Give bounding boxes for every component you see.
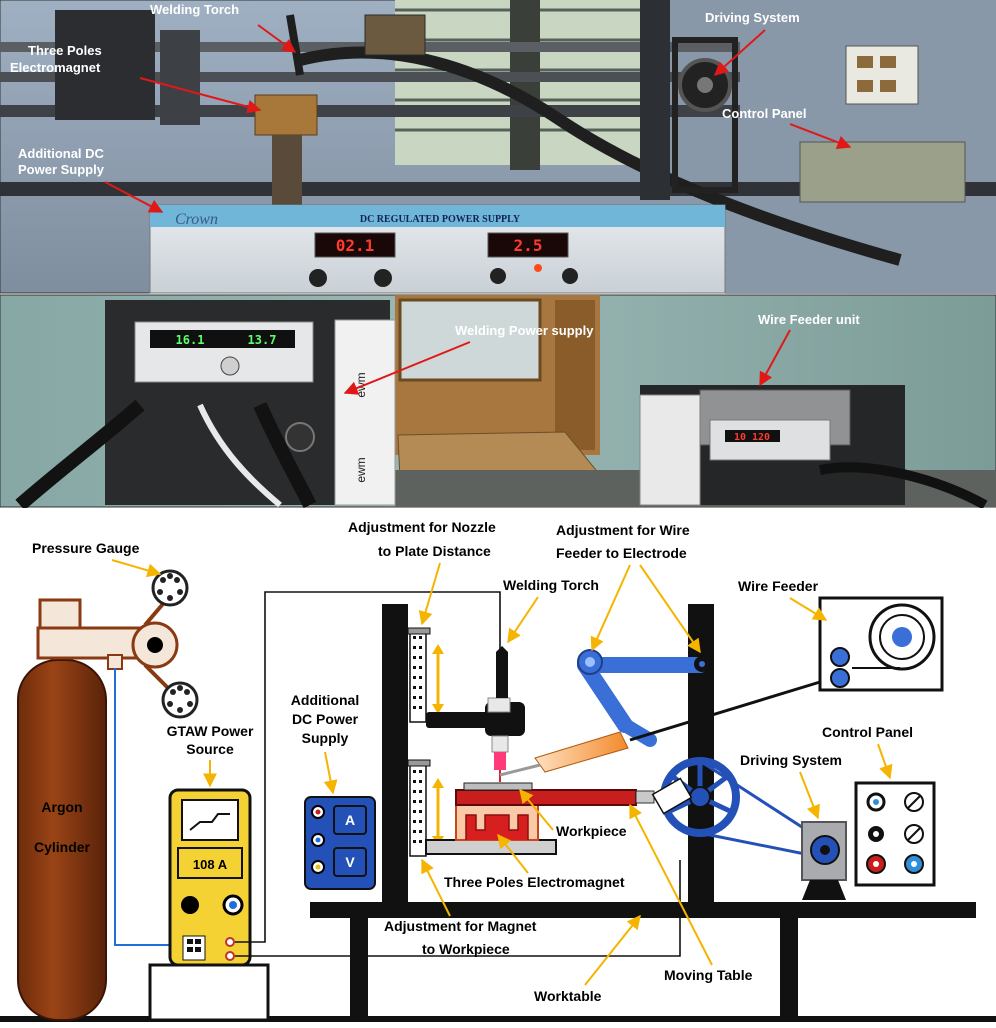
- label-driving-system: Driving System: [740, 752, 842, 768]
- label-three-poles: Three Poles Electromagnet: [444, 874, 625, 890]
- argon-cylinder: Argon Cylinder: [17, 598, 107, 1021]
- driving-system: [651, 757, 847, 900]
- label-gtaw-1: GTAW Power: [167, 723, 254, 739]
- label-pressure-gauge: Pressure Gauge: [32, 540, 140, 556]
- machine-display-a: 16.1: [176, 333, 205, 347]
- indicator-led-icon: [534, 264, 542, 272]
- label-gtaw-2: Source: [186, 741, 234, 757]
- meter-v: V: [345, 854, 355, 870]
- label-adj-magnet-1: Adjustment for Magnet: [384, 918, 537, 934]
- gtaw-torch: [426, 646, 525, 782]
- psu-title: DC REGULATED POWER SUPPLY: [360, 214, 521, 225]
- regulator-assembly: [36, 569, 199, 719]
- wire-feeder-arm: [499, 649, 821, 777]
- regulator-knob-icon: [147, 637, 163, 653]
- control-panel: [854, 781, 936, 887]
- label-adj-wire-2: Feeder to Electrode: [556, 545, 687, 561]
- label-additional-dc-photo-2: Power Supply: [18, 162, 105, 177]
- label-welding-torch-photo: Welding Torch: [150, 2, 239, 17]
- label-control-panel-photo: Control Panel: [722, 106, 807, 121]
- label-adj-magnet-2: to Workpiece: [422, 941, 510, 957]
- psu-display-left: 02.1: [336, 236, 375, 255]
- right-column: [688, 604, 714, 904]
- label-welding-torch: Welding Torch: [503, 577, 599, 593]
- machine-display-b: 13.7: [248, 333, 277, 347]
- label-control-panel: Control Panel: [822, 724, 913, 740]
- dc-regulated-power-supply-photo: Crown DC REGULATED POWER SUPPLY 02.1 2.5: [149, 204, 726, 294]
- label-argon-1: Argon: [41, 799, 82, 815]
- workpiece: [463, 782, 533, 791]
- label-wire-feeder-unit-photo: Wire Feeder unit: [758, 312, 860, 327]
- label-worktable: Worktable: [534, 988, 602, 1004]
- output-socket-icon: [181, 896, 199, 914]
- additional-dc-power-supply: A V: [304, 796, 376, 890]
- pressure-gauge-lower-icon: [161, 681, 199, 719]
- psu-display-right: 2.5: [514, 236, 543, 255]
- nozzle-adjustment-rack: [407, 627, 444, 723]
- gtaw-power-source: 108 A: [148, 788, 270, 1022]
- pressure-gauge-upper-icon: [151, 569, 189, 607]
- label-argon-2: Cylinder: [34, 839, 91, 855]
- knob-icon: [562, 268, 578, 284]
- ground-cable: [235, 860, 681, 957]
- gtaw-current-readout: 108 A: [193, 857, 228, 872]
- gas-hose: [114, 668, 185, 946]
- moving-table: [425, 782, 655, 855]
- wire-feeder: [818, 596, 944, 692]
- schematic-diagram: Argon Cylinder Pressure Gau: [0, 508, 996, 1028]
- knob-icon: [490, 268, 506, 284]
- meter-a: A: [345, 812, 355, 828]
- photo-top-setup: Crown DC REGULATED POWER SUPPLY 02.1 2.5…: [0, 0, 996, 294]
- label-add-dc-2: DC Power: [292, 711, 359, 727]
- spool-hub-icon: [892, 627, 912, 647]
- label-moving-table: Moving Table: [664, 967, 753, 983]
- psu-brand: Crown: [175, 211, 218, 228]
- label-adj-nozzle-1: Adjustment for Nozzle: [348, 519, 496, 535]
- label-add-dc-1: Additional: [291, 692, 359, 708]
- filler-wire: [629, 680, 821, 742]
- feed-roller-icon: [830, 668, 850, 688]
- feeder-display: 10 120: [734, 432, 770, 443]
- magnet-adjustment-rack: [407, 759, 444, 857]
- label-adj-nozzle-2: to Plate Distance: [378, 543, 491, 559]
- label-workpiece: Workpiece: [556, 823, 627, 839]
- knob-icon: [374, 269, 392, 287]
- label-welding-power-supply-photo: Welding Power supply: [455, 323, 594, 338]
- label-adj-wire-1: Adjustment for Wire: [556, 522, 690, 538]
- dial-knob-icon: [220, 356, 240, 376]
- label-wire-feeder: Wire Feeder: [738, 578, 819, 594]
- label-three-poles-photo-2: Electromagnet: [10, 60, 101, 75]
- label-additional-dc-photo-1: Additional DC: [18, 146, 105, 161]
- left-column: [382, 604, 408, 904]
- photo-bottom-equipment: ewm ewm 16.1 13.7 10 120 Welding Power s…: [0, 294, 996, 511]
- label-driving-system-photo: Driving System: [705, 10, 800, 25]
- feed-roller-icon: [830, 647, 850, 667]
- brand-vertical-lower: ewm: [354, 457, 368, 482]
- torch-cable: [235, 591, 501, 943]
- three-poles-electromagnet: [465, 814, 529, 840]
- socket-icon: [285, 422, 315, 452]
- label-three-poles-photo-1: Three Poles: [28, 43, 102, 58]
- label-add-dc-3: Supply: [302, 730, 349, 746]
- knob-icon: [309, 269, 327, 287]
- wire-feeder-photo: 10 120: [639, 385, 988, 510]
- welding-machine-photo: ewm ewm 16.1 13.7: [15, 300, 396, 511]
- worktable: [310, 902, 976, 1018]
